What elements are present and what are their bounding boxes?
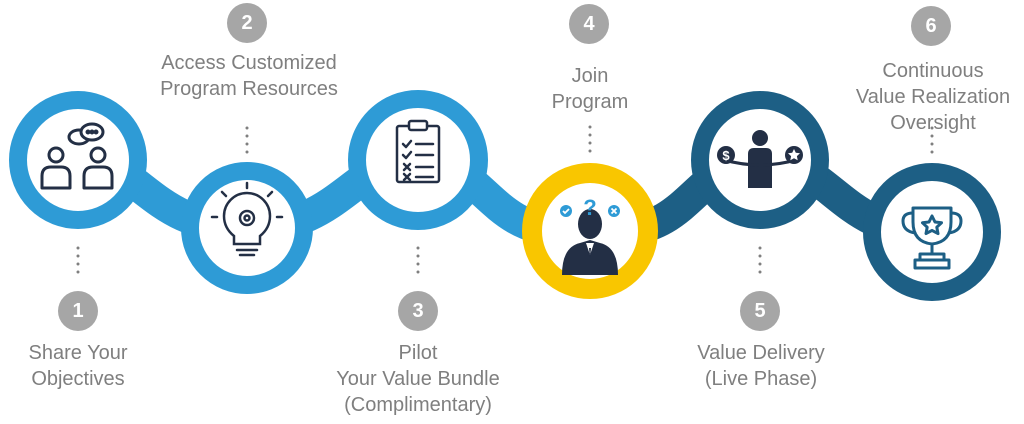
step-2-ring <box>181 162 313 294</box>
step-1-line-1: Share Your <box>28 342 128 364</box>
step-1-ring <box>9 91 147 229</box>
step-2-label: Access Customized Program Resources <box>132 50 366 102</box>
step-5-badge: 5 <box>740 291 780 331</box>
step-4-line-1: Join <box>571 65 609 87</box>
connector-dots-4 <box>588 125 592 153</box>
step-3-badge: 3 <box>398 291 438 331</box>
step-6-label: Continuous Value Realization Oversight <box>842 58 1024 136</box>
step-5-line-2: (Live Phase) <box>704 368 818 390</box>
step-5-label: Value Delivery (Live Phase) <box>680 340 842 392</box>
connector-dots-5 <box>758 246 762 274</box>
step-3-line-1: Pilot <box>398 342 438 364</box>
person-question-icon: ? <box>560 195 620 275</box>
step-3-label: Pilot Your Value Bundle (Complimentary) <box>304 340 532 418</box>
two-people-chat-icon <box>40 122 114 190</box>
step-2-badge: 2 <box>227 3 267 43</box>
step-6-line-2: Value Realization <box>855 86 1011 108</box>
balance-person-icon: $ <box>717 130 803 188</box>
connector-dots-2 <box>245 126 249 154</box>
step-4-badge: 4 <box>569 4 609 44</box>
step-3-line-3: (Complimentary) <box>344 394 492 416</box>
wave-band-blue <box>62 143 576 246</box>
step-1-badge: 1 <box>58 291 98 331</box>
step-3-line-2: Your Value Bundle <box>336 368 500 390</box>
step-4-line-2: Program <box>551 91 629 113</box>
step-6-line-3: Oversight <box>890 112 976 134</box>
step-5-line-1: Value Delivery <box>697 342 825 364</box>
lightbulb-gear-icon <box>210 181 284 257</box>
step-3-ring <box>348 90 488 230</box>
step-1-line-2: Objectives <box>31 368 125 390</box>
step-4-label: Join Program <box>530 63 650 115</box>
connector-dots-1 <box>76 246 80 274</box>
step-6-badge: 6 <box>911 6 951 46</box>
step-2-line-2: Program Resources <box>160 78 338 100</box>
svg-text:$: $ <box>722 148 730 163</box>
step-6-line-1: Continuous <box>882 60 984 82</box>
svg-text:?: ? <box>583 195 596 220</box>
trophy-icon <box>901 206 963 270</box>
connector-dots-6 <box>930 126 934 154</box>
clipboard-checklist-icon <box>395 119 441 184</box>
connector-dots-3 <box>416 246 420 274</box>
step-2-line-1: Access Customized <box>161 52 337 74</box>
step-1-label: Share Your Objectives <box>4 340 152 392</box>
